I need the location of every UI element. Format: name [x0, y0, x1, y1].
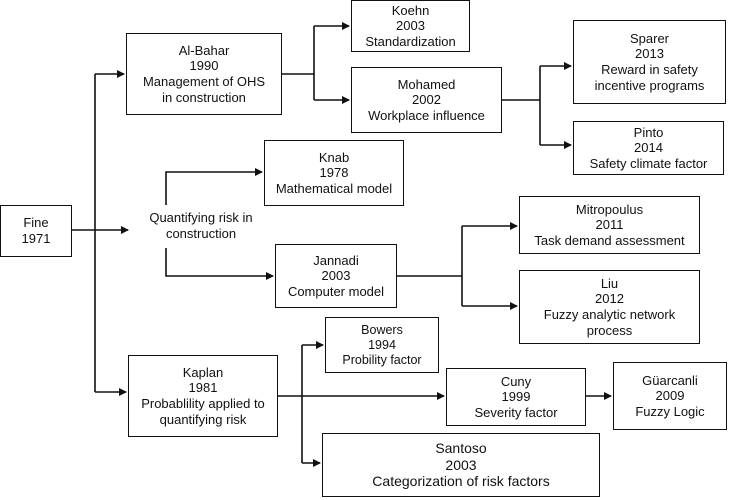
- koehn-line-2: 2003: [396, 18, 425, 34]
- pinto-line-1: Pinto: [633, 124, 664, 140]
- sparer-line-1: Sparer: [629, 30, 670, 46]
- liu-line-3: Fuzzy analytic network: [543, 307, 676, 322]
- knab-line-3: Mathematical model: [275, 180, 393, 196]
- mohamed-line-2: 2002: [412, 92, 441, 108]
- cuny-line-1: Cuny: [500, 373, 532, 389]
- mitropoulus-line-3: Task demand assessment: [534, 232, 685, 248]
- albahar-line-4: in construction: [162, 89, 246, 105]
- pinto-line-3: Safety climate factor: [589, 155, 708, 171]
- kaplan-line-2: 1981: [188, 380, 218, 396]
- quantifying-line-1: Quantifying risk in: [149, 210, 253, 225]
- guarcanli-line-2: 2009: [655, 388, 685, 404]
- guarcanli-line-1: Güarcanli: [642, 372, 698, 388]
- jannadi-line-2: 2003: [321, 268, 351, 284]
- liu-line-4: process: [586, 322, 633, 338]
- albahar-line-2: 1990: [189, 58, 219, 74]
- liu-line-2: 2012: [595, 291, 624, 307]
- arrow-quantifying-jannadi: [165, 248, 274, 280]
- santoso-line-2: 2003: [445, 456, 477, 473]
- guarcanli-line-3: Fuzzy Logic: [635, 403, 705, 419]
- koehn-line-1: Koehn: [391, 2, 430, 18]
- liu-line-1: Liu: [600, 275, 619, 291]
- santoso-line-1: Santoso: [435, 439, 487, 456]
- cuny-line-2: 1999: [501, 389, 531, 405]
- knab-line-1: Knab: [318, 149, 350, 165]
- knab-line-2: 1978: [319, 165, 349, 181]
- fine-line-1: Fine: [23, 215, 49, 231]
- quantifying-line-2: construction: [165, 225, 237, 241]
- albahar-line-1: Al-Bahar: [178, 42, 230, 58]
- albahar-line-3: Management of OHS: [142, 74, 266, 89]
- jannadi-line-3: Computer model: [287, 283, 385, 299]
- pinto-line-2: 2014: [634, 140, 663, 156]
- fine-line-2: 1971: [21, 231, 51, 246]
- kaplan-line-3: Probablility applied to: [141, 396, 265, 411]
- bowers-line-3: Probility factor: [342, 352, 422, 367]
- arrow-quantifying-knab: [165, 168, 263, 205]
- cuny-line-3: Severity factor: [474, 404, 558, 420]
- bowers-line-2: 1994: [368, 337, 396, 352]
- bowers-line-1: Bowers: [361, 322, 403, 337]
- jannadi-line-1: Jannadi: [313, 252, 359, 268]
- kaplan-line-4: quantifying risk: [159, 411, 247, 427]
- sparer-line-3: Reward in safety: [601, 62, 698, 77]
- mohamed-line-3: Workplace influence: [368, 107, 485, 123]
- koehn-line-3: Standardization: [365, 33, 456, 49]
- mitropoulus-line-2: 2011: [595, 217, 624, 233]
- mitropoulus-line-1: Mitropoulus: [575, 201, 644, 217]
- mohamed-line-1: Mohamed: [397, 76, 456, 92]
- sparer-line-4: incentive programs: [594, 77, 705, 93]
- kaplan-line-1: Kaplan: [182, 364, 224, 380]
- santoso-line-3: Categorization of risk factors: [372, 473, 550, 490]
- sparer-line-2: 2013: [635, 46, 664, 62]
